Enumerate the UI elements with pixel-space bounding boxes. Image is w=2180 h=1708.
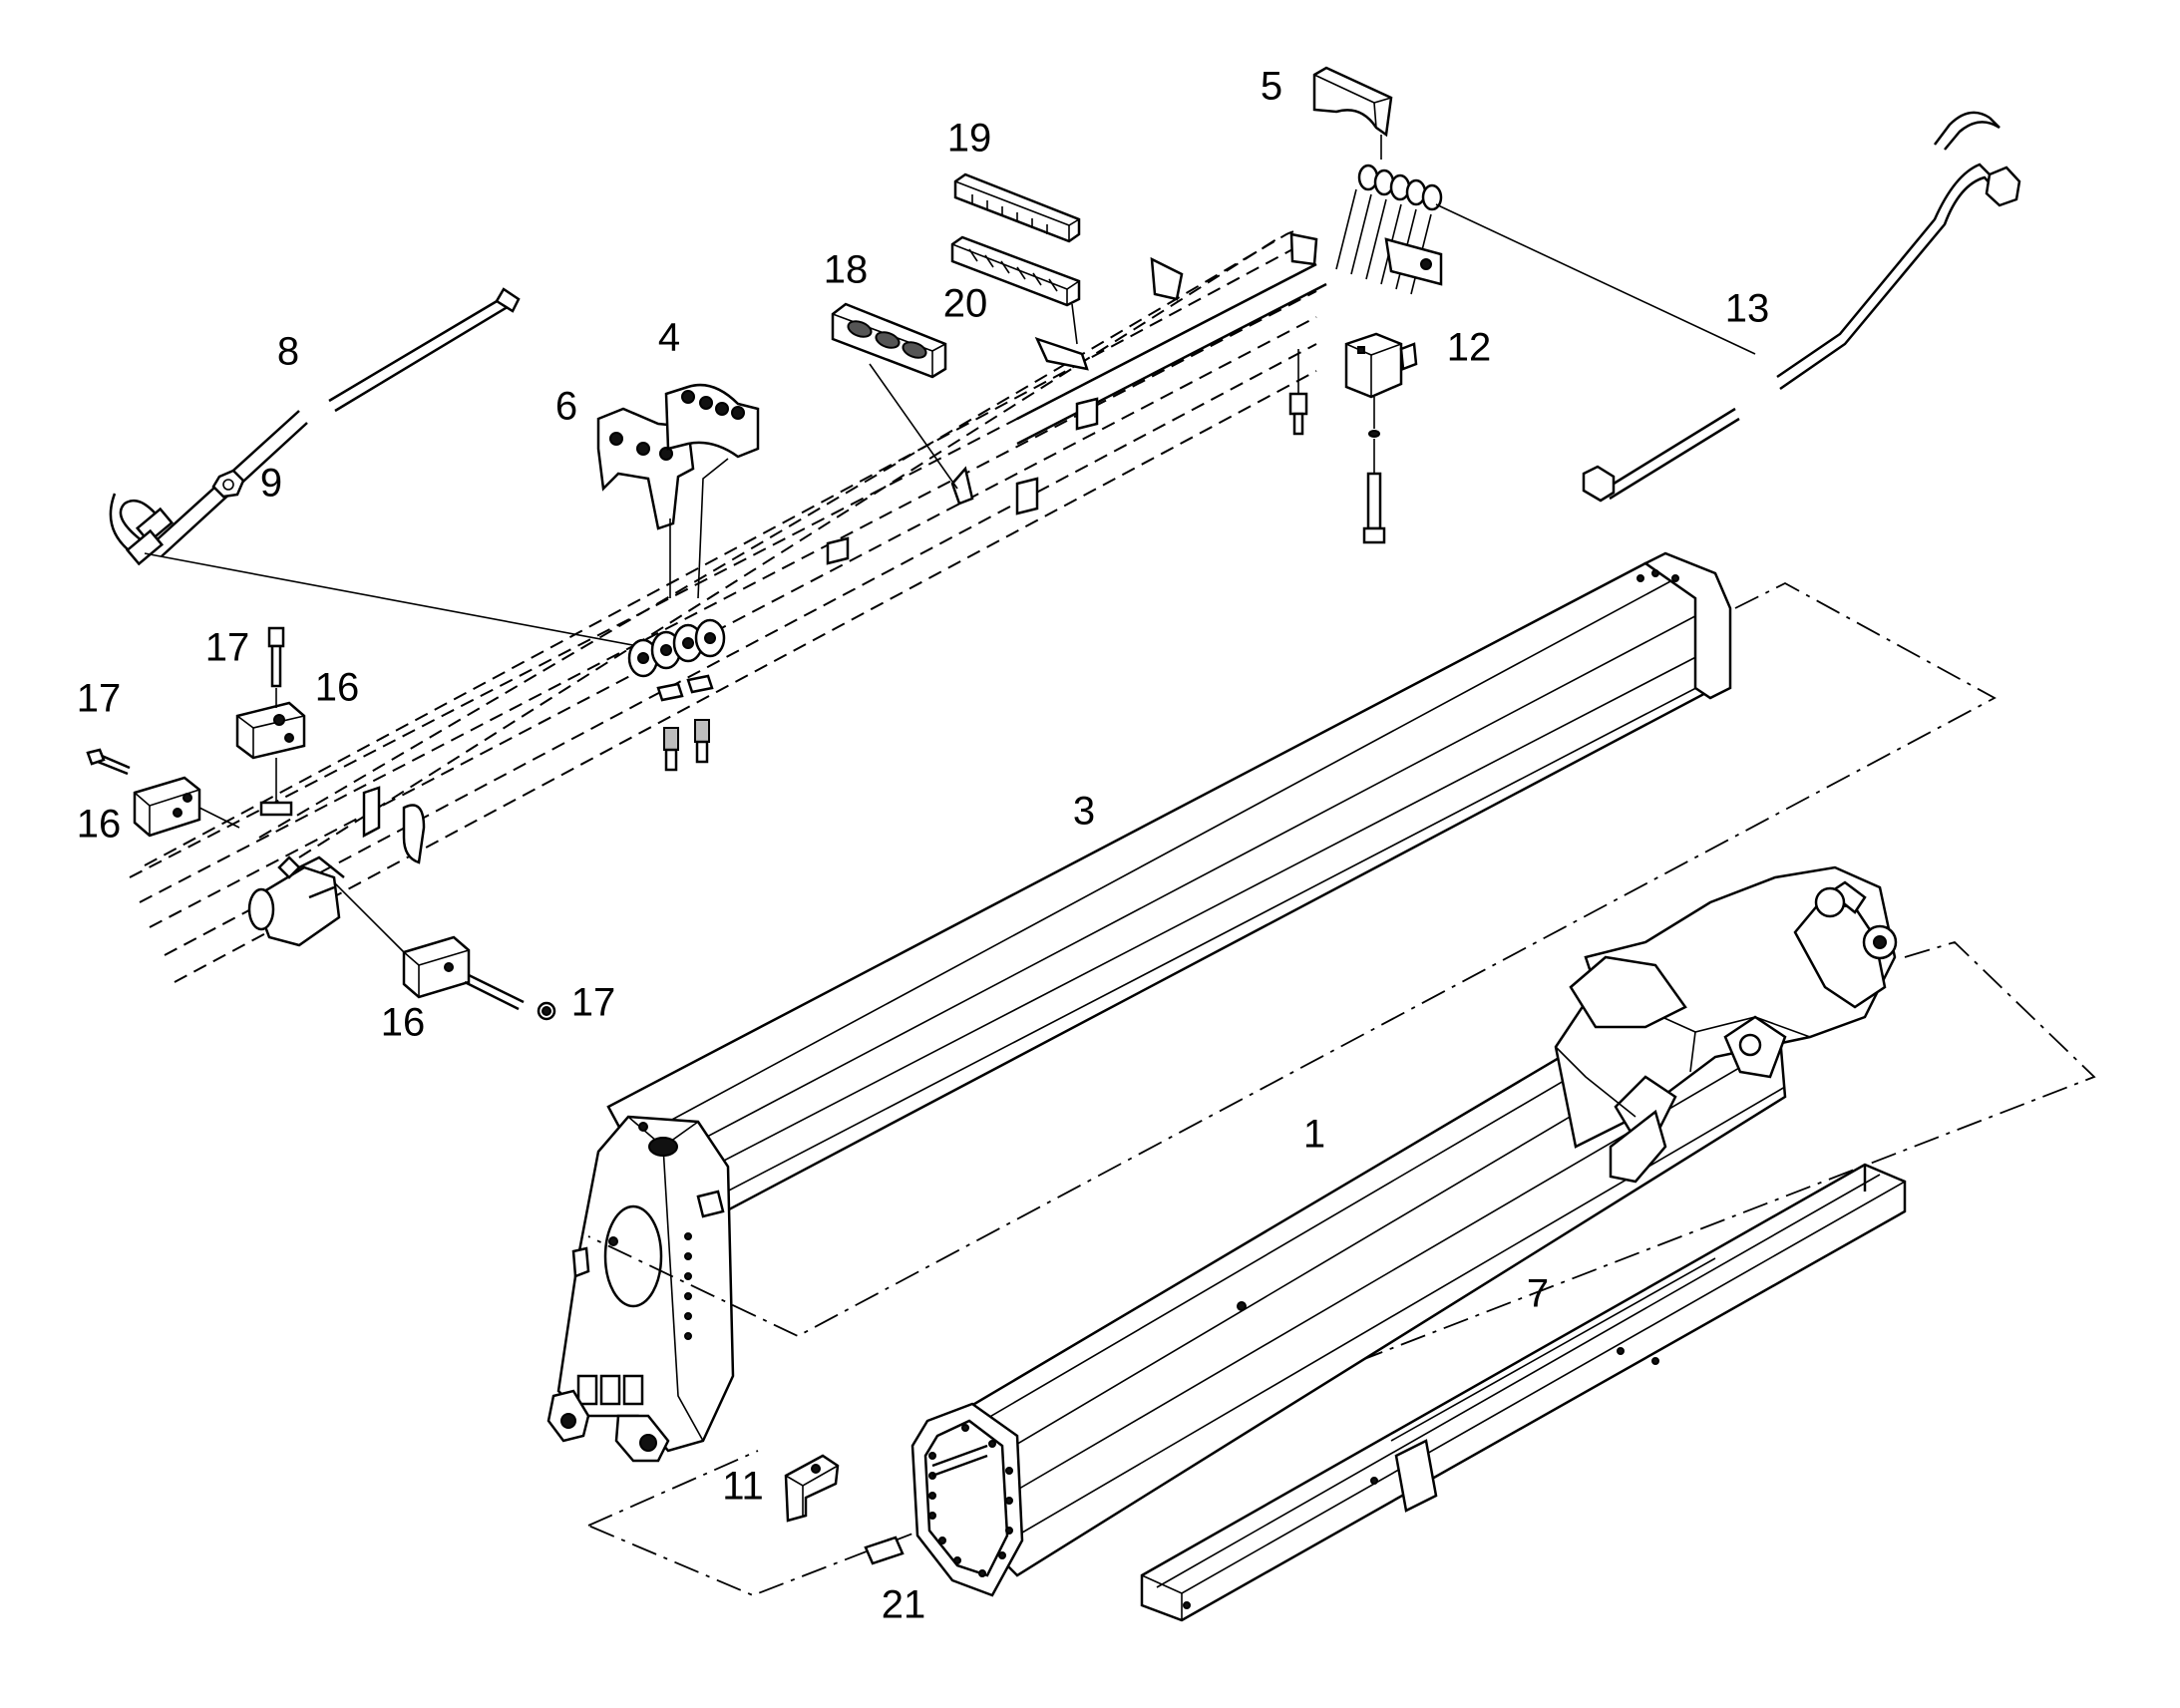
label-part-8: 8 bbox=[277, 330, 299, 374]
cylinder-end bbox=[247, 786, 426, 947]
pad-part-21 bbox=[864, 1536, 905, 1565]
label-part-11: 11 bbox=[722, 1465, 764, 1509]
fitting-cluster-top bbox=[1335, 164, 1756, 355]
bundle-clamps bbox=[826, 232, 1318, 565]
valve-part-12 bbox=[1288, 332, 1418, 544]
reference-lines bbox=[587, 581, 2096, 1596]
label-part-16-top: 16 bbox=[315, 666, 360, 710]
label-part-16-bottom: 16 bbox=[381, 1001, 426, 1045]
bracket-part-5 bbox=[1312, 66, 1393, 160]
boom-part-1 bbox=[910, 865, 1898, 1597]
label-part-16-left: 16 bbox=[77, 803, 122, 847]
label-part-6: 6 bbox=[555, 385, 577, 429]
label-part-12: 12 bbox=[1447, 326, 1492, 370]
pad-part-11 bbox=[784, 1454, 840, 1523]
clamp-part-18 bbox=[831, 302, 958, 490]
nut-part-9 bbox=[211, 469, 245, 499]
label-part-17-left: 17 bbox=[77, 677, 122, 721]
label-part-17-bottom: 17 bbox=[571, 981, 616, 1025]
rail-part-7 bbox=[1140, 1163, 1907, 1622]
hose-part-8 bbox=[109, 287, 649, 649]
block-part-16-top bbox=[235, 626, 306, 817]
block-part-16-bottom bbox=[328, 876, 556, 1021]
pipe-part-13 bbox=[1582, 111, 2021, 503]
label-part-3: 3 bbox=[1073, 790, 1095, 834]
label-part-21: 21 bbox=[882, 1583, 926, 1627]
label-part-9: 9 bbox=[260, 462, 282, 506]
label-part-13: 13 bbox=[1725, 287, 1770, 331]
label-part-5: 5 bbox=[1261, 65, 1282, 109]
label-part-20: 20 bbox=[943, 282, 988, 326]
clamp-part-19 bbox=[953, 172, 1081, 243]
part-labels: 1 3 4 5 6 7 8 9 11 12 13 16 16 16 17 17 … bbox=[77, 65, 1770, 1627]
label-part-17-top: 17 bbox=[205, 626, 250, 670]
label-part-1: 1 bbox=[1303, 1113, 1325, 1157]
boom-part-3 bbox=[546, 551, 1732, 1463]
connector-cluster bbox=[627, 618, 726, 772]
clamp-part-20 bbox=[950, 235, 1081, 345]
block-part-16-left bbox=[86, 748, 240, 838]
label-part-7: 7 bbox=[1527, 1272, 1549, 1316]
label-part-18: 18 bbox=[824, 248, 869, 292]
plate-part-4 bbox=[664, 383, 760, 599]
label-part-19: 19 bbox=[947, 117, 992, 161]
label-part-4: 4 bbox=[658, 316, 680, 360]
